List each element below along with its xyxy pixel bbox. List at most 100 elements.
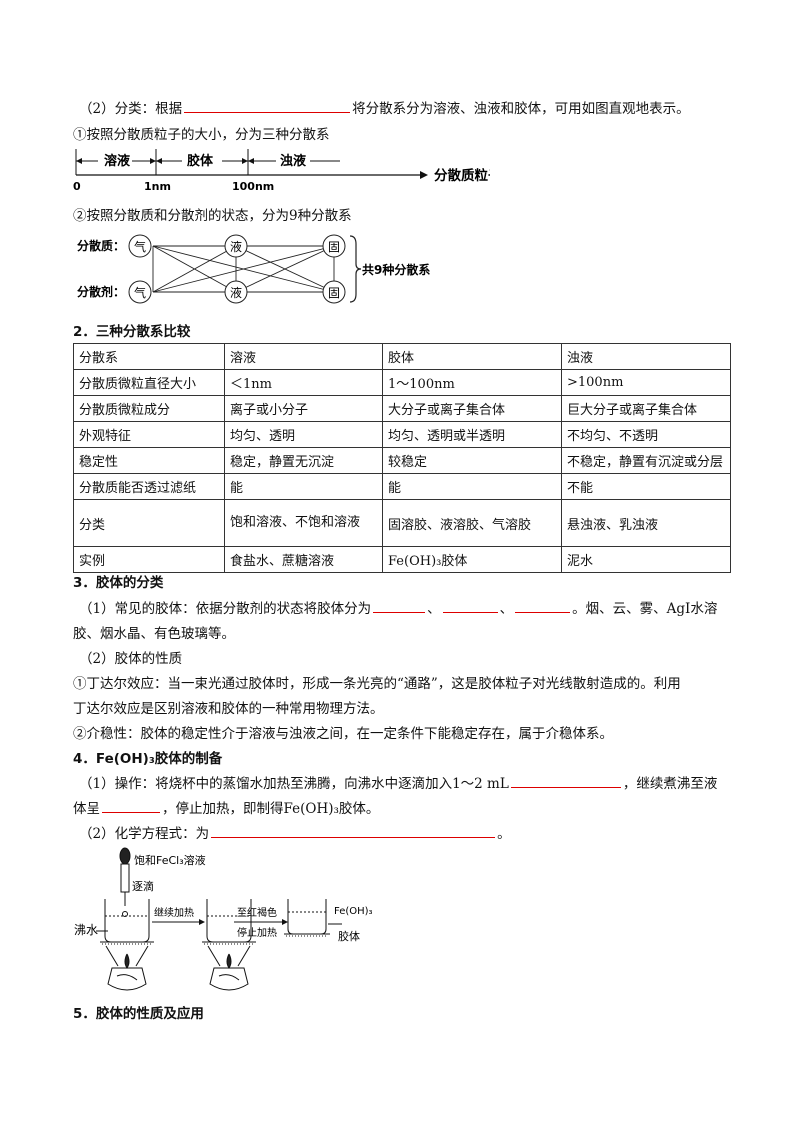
- table-cell: 分散质微粒成分: [73, 395, 225, 422]
- answer-blank[interactable]: [373, 611, 426, 613]
- colloid-properties-title: （2）胶体的性质: [79, 651, 183, 667]
- liquid-bottom: 液: [230, 285, 242, 300]
- table-cell: 外观特征: [73, 421, 225, 448]
- solid-bottom: 固: [328, 286, 340, 300]
- table-row: 分散质微粒成分 离子或小分子 大分子或离子集合体 巨大分子或离子集合体: [73, 395, 731, 422]
- answer-blank[interactable]: [102, 811, 160, 813]
- procedure-line-2: 体呈 ，停止加热，即制得Fe(OH)₃胶体。: [73, 797, 379, 817]
- table-row: 分散系 溶液 胶体 浊液: [73, 343, 731, 370]
- section-4-heading: 4．Fe(OH)₃胶体的制备: [73, 751, 223, 767]
- separator: 、: [427, 601, 441, 617]
- equation-line: （2）化学方程式：为 。: [79, 822, 511, 842]
- dropper-icon: [119, 847, 131, 906]
- classification-text-a: （2）分类：根据: [79, 101, 183, 117]
- table-cell: 均匀、透明或半透明: [382, 421, 562, 448]
- liquid-top: 液: [230, 239, 242, 254]
- procedure-text-b: ，继续煮沸至液: [622, 776, 718, 792]
- table-cell: 能: [224, 473, 383, 500]
- table-cell: 分散质微粒直径大小: [73, 369, 225, 396]
- solid-top: 固: [328, 240, 340, 254]
- table-cell: 饱和溶液、不饱和溶液: [224, 499, 383, 547]
- brace-icon: [349, 235, 362, 303]
- table-cell: 不均匀、不透明: [561, 421, 731, 448]
- table-cell: ＜1nm: [224, 369, 383, 396]
- common-colloids-examples: 。烟、云、雾、AgI水溶: [572, 601, 718, 617]
- common-colloids-line: （1）常见的胶体：依据分散剂的状态将胶体分为 、 、 。烟、云、雾、AgI水溶: [79, 597, 717, 617]
- section-2-heading: 2．三种分散系比较: [73, 324, 191, 340]
- table-row: 分散质能否透过滤纸 能 能 不能: [73, 473, 731, 500]
- tick-100nm: 100nm: [232, 180, 274, 193]
- table-row: 分类 饱和溶液、不饱和溶液 固溶胶、液溶胶、气溶胶 悬浊液、乳浊液: [73, 499, 731, 547]
- state-criterion-text: ②按照分散质和分散剂的状态，分为9种分散系: [73, 208, 352, 224]
- table-cell: 稳定，静置无沉淀: [224, 447, 383, 474]
- table-cell: 溶液: [224, 343, 383, 370]
- table-row: 稳定性 稳定，静置无沉淀 较稳定 不稳定，静置有沉淀或分层: [73, 447, 731, 474]
- section-3-heading: 3．胶体的分类: [73, 575, 164, 591]
- tick-0: 0: [73, 180, 81, 193]
- procedure-text-c: 体呈: [73, 801, 100, 817]
- answer-blank[interactable]: [184, 111, 351, 113]
- table-cell: 不稳定，静置有沉淀或分层: [561, 447, 731, 474]
- product-formula-label: Fe(OH)₃: [334, 906, 373, 917]
- table-row: 分散质微粒直径大小 ＜1nm 1～100nm >100nm: [73, 369, 731, 396]
- answer-blank[interactable]: [442, 611, 498, 613]
- metastability-text: ②介稳性：胶体的稳定性介于溶液与浊液之间，在一定条件下能稳定存在，属于介稳体系。: [73, 726, 613, 742]
- stop-heating-label: 停止加热: [237, 926, 277, 939]
- table-cell: 浊液: [561, 343, 731, 370]
- axis-label: 分散质粒子直径: [434, 167, 490, 184]
- equation-text: （2）化学方程式：为: [79, 826, 210, 842]
- comparison-table: 分散系 溶液 胶体 浊液 分散质微粒直径大小 ＜1nm 1～100nm >100…: [73, 343, 731, 573]
- boiling-water-label: 沸水: [74, 923, 98, 937]
- classification-line: （2）分类：根据 将分散系分为溶液、浊液和胶体，可用如图直观地表示。: [79, 97, 690, 117]
- table-cell: 均匀、透明: [224, 421, 383, 448]
- dispersion-medium-label: 分散剂：: [77, 284, 125, 299]
- table-cell: 泥水: [561, 546, 731, 573]
- equation-end: 。: [497, 826, 511, 842]
- table-cell: 悬浊液、乳浊液: [561, 499, 731, 547]
- section-5-heading: 5．胶体的性质及应用: [73, 1006, 204, 1022]
- table-cell: 固溶胶、液溶胶、气溶胶: [382, 499, 562, 547]
- product-colloid-label: 胶体: [338, 929, 360, 943]
- table-cell: 分类: [73, 499, 225, 547]
- answer-blank[interactable]: [515, 611, 571, 613]
- table-row: 外观特征 均匀、透明 均匀、透明或半透明 不均匀、不透明: [73, 421, 731, 448]
- to-red-brown-label: 至红褐色: [237, 906, 277, 919]
- particle-size-diagram: 溶液 胶体 浊液 0 1nm 100nm 分散质粒子直径: [73, 149, 490, 193]
- common-colloids-cont: 胶、烟水晶、有色玻璃等。: [73, 626, 235, 642]
- answer-blank[interactable]: [211, 836, 496, 838]
- table-cell: 巨大分子或离子集合体: [561, 395, 731, 422]
- seg-suspension-label: 浊液: [280, 153, 306, 169]
- seg-colloid-label: 胶体: [187, 153, 214, 169]
- table-row: 实例 食盐水、蔗糖溶液 Fe(OH)₃胶体 泥水: [73, 546, 731, 573]
- procedure-text-a: （1）操作：将烧杯中的蒸馏水加热至沸腾，向沸水中逐滴加入1～2 mL: [79, 776, 509, 792]
- table-cell: 分散质能否透过滤纸: [73, 473, 225, 500]
- continue-heating-label: 继续加热: [154, 906, 194, 919]
- brace-label: 共9种分散系: [362, 262, 430, 277]
- table-cell: 实例: [73, 546, 225, 573]
- reagent-label: 饱和FeCl₃溶液: [134, 853, 206, 867]
- dropwise-label: 逐滴: [132, 879, 154, 893]
- gas-top: 气: [134, 239, 146, 254]
- tyndall-text-1: ①丁达尔效应：当一束光通过胶体时，形成一条光亮的“通路”，这是胶体粒子对光线散射…: [73, 676, 681, 692]
- dispersed-phase-label: 分散质：: [77, 238, 125, 253]
- table-cell: >100nm: [561, 369, 731, 396]
- procedure-text-d: ，停止加热，即制得Fe(OH)₃胶体。: [162, 801, 380, 817]
- size-criterion-text: ①按照分散质粒子的大小，分为三种分散系: [73, 127, 330, 143]
- common-colloids-text: （1）常见的胶体：依据分散剂的状态将胶体分为: [79, 601, 372, 617]
- table-cell: 不能: [561, 473, 731, 500]
- separator: 、: [499, 601, 514, 617]
- table-cell: 分散系: [73, 343, 225, 370]
- nine-systems-diagram: 分散质： 分散剂： 气 液 固 气 液 固 共9种分散系: [77, 234, 430, 304]
- table-cell: 离子或小分子: [224, 395, 383, 422]
- apparatus-diagram: 饱和FeCl₃溶液 逐滴 沸水 继续加热 至红褐色 停止加热 Fe(OH): [74, 847, 373, 991]
- table-cell: 1～100nm: [382, 369, 562, 396]
- procedure-line-1: （1）操作：将烧杯中的蒸馏水加热至沸腾，向沸水中逐滴加入1～2 mL ，继续煮沸至…: [79, 772, 717, 792]
- table-cell: 能: [382, 473, 562, 500]
- seg-solution-label: 溶液: [104, 153, 130, 169]
- table-cell: 大分子或离子集合体: [382, 395, 562, 422]
- table-cell: Fe(OH)₃胶体: [382, 546, 562, 573]
- answer-blank[interactable]: [510, 786, 621, 788]
- classification-text-b: 将分散系分为溶液、浊液和胶体，可用如图直观地表示。: [352, 101, 690, 117]
- table-cell: 较稳定: [382, 447, 562, 474]
- table-cell: 食盐水、蔗糖溶液: [224, 546, 383, 573]
